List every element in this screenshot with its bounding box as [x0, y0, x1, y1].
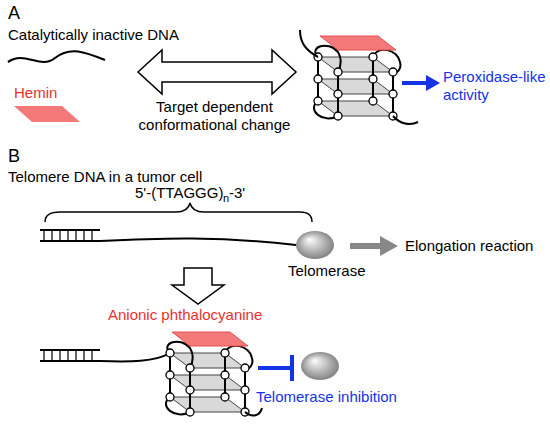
double-strand: [40, 230, 100, 241]
single-strand: [100, 353, 170, 361]
inhibition-line: [258, 366, 291, 370]
inhibition-bar: [290, 355, 294, 381]
brace: [45, 203, 312, 222]
sequence-label: 5'-(TTAGGG): [135, 184, 223, 202]
caption-text: Telomere DNA in a tumor cell: [8, 168, 202, 186]
sequence-label: -3': [229, 184, 245, 202]
dna-strand: [8, 51, 105, 62]
telomerase-sphere: [295, 230, 335, 260]
telomerase-sphere: [301, 352, 339, 380]
process-label: Target dependent conformational change: [132, 98, 297, 134]
single-strand: [100, 238, 296, 245]
subscript: n: [223, 191, 229, 205]
result-label: Telomerase inhibition: [256, 388, 397, 406]
g-quadruplex: [166, 332, 252, 416]
elongation-arrow: [350, 243, 382, 249]
panel-letter: A: [8, 3, 20, 24]
arrow-head: [380, 236, 398, 256]
component-label: Anionic phthalocyanine: [108, 306, 262, 324]
double-strand: [40, 350, 100, 361]
arrow-head: [426, 75, 440, 91]
dna-tail: [393, 116, 418, 124]
result-label: Elongation reaction: [405, 237, 533, 255]
sphere-shape: [296, 231, 334, 259]
g-quadruplex: [314, 36, 400, 120]
process-arrow: [172, 268, 224, 304]
enzyme-node: Telomerase: [288, 230, 368, 280]
result-label: Peroxidase-like activity: [443, 68, 548, 104]
equilibrium-arrow: [138, 50, 296, 94]
activity-arrow: [402, 81, 428, 85]
dna-tail: [300, 30, 318, 57]
dna-tail: [245, 408, 262, 415]
hemin-plane: [14, 106, 80, 122]
component-label: Hemin: [14, 84, 57, 102]
caption-text: Catalytically inactive DNA: [8, 26, 179, 44]
node-label: Telomerase: [288, 262, 366, 280]
panel-letter: B: [8, 146, 20, 167]
